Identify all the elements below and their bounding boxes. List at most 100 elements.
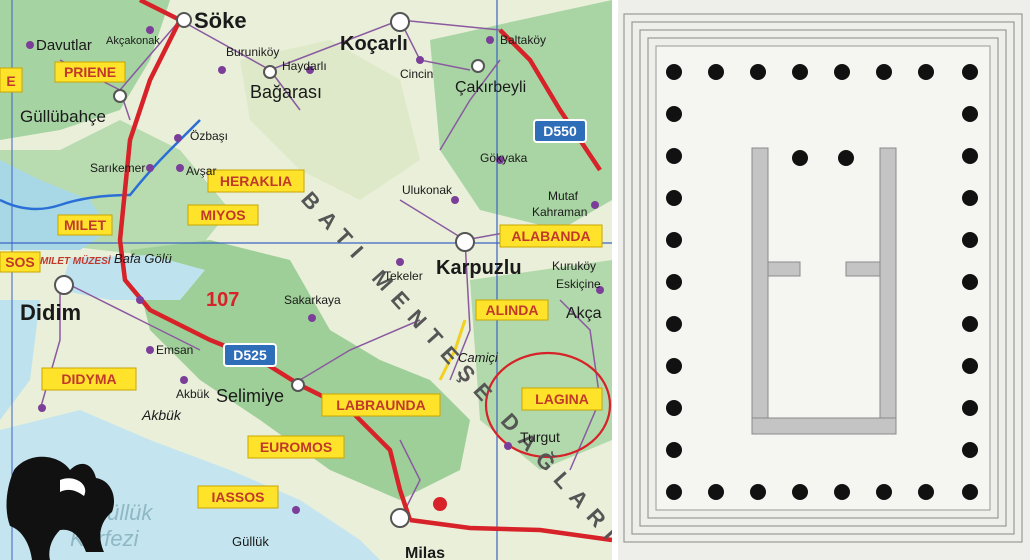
site-milet: MILET bbox=[57, 214, 113, 236]
svg-text:ALABANDA: ALABANDA bbox=[511, 228, 590, 244]
svg-text:E: E bbox=[6, 73, 15, 89]
village-avsar: Avşar bbox=[186, 164, 216, 178]
village-gulluk: Güllük bbox=[232, 534, 269, 549]
village-mutaf: Mutaf bbox=[548, 189, 579, 203]
village-kurukoy: Kuruköy bbox=[552, 259, 596, 273]
column bbox=[838, 150, 854, 166]
column bbox=[666, 64, 682, 80]
column bbox=[962, 484, 978, 500]
column bbox=[962, 316, 978, 332]
column bbox=[962, 106, 978, 122]
site-e-partial: E bbox=[0, 67, 23, 93]
village-turgut: Turgut bbox=[520, 429, 560, 445]
column bbox=[962, 232, 978, 248]
site-lagina: LAGINA bbox=[521, 387, 603, 411]
column bbox=[666, 232, 682, 248]
town-milas: Milas bbox=[405, 545, 445, 560]
village-buruniköy: Buruniköy bbox=[226, 45, 279, 59]
site-labraunda: LABRAUNDA bbox=[321, 393, 441, 417]
village-camici: Camiçi bbox=[458, 350, 499, 365]
stylobate-step bbox=[623, 13, 1023, 543]
village-ozbasi: Özbaşı bbox=[190, 129, 228, 143]
plain-area bbox=[240, 40, 420, 200]
column bbox=[666, 484, 682, 500]
svg-text:MIYOS: MIYOS bbox=[200, 207, 245, 223]
site-didyma: DIDYMA bbox=[41, 367, 137, 391]
village-akcakonak: Akçakonak bbox=[106, 35, 160, 47]
town-gullubahce: Güllübahçe bbox=[20, 107, 106, 126]
column bbox=[708, 64, 724, 80]
column bbox=[962, 358, 978, 374]
village-cincin: Cincin bbox=[400, 67, 433, 81]
svg-text:LABRAUNDA: LABRAUNDA bbox=[336, 397, 425, 413]
column bbox=[750, 484, 766, 500]
shield-d550: D550 bbox=[533, 119, 587, 143]
village-sarikemer: Sarıkemer bbox=[90, 161, 145, 175]
lake-bafa bbox=[60, 255, 205, 300]
svg-text:MILET: MILET bbox=[64, 217, 106, 233]
highlight-circle bbox=[484, 351, 612, 459]
road-number: 107 bbox=[206, 289, 239, 311]
svg-text:D550: D550 bbox=[543, 123, 577, 139]
column bbox=[962, 64, 978, 80]
column bbox=[666, 274, 682, 290]
town-bagarasi: Bağarası bbox=[250, 82, 322, 102]
shield-d525: D525 bbox=[223, 343, 277, 367]
column bbox=[962, 274, 978, 290]
svg-text:ALINDA: ALINDA bbox=[486, 302, 539, 318]
sea-area bbox=[0, 300, 40, 420]
svg-text:IASSOS: IASSOS bbox=[212, 489, 265, 505]
cella-walls bbox=[751, 147, 897, 435]
village-davutlar: Davutlar bbox=[36, 37, 92, 54]
village-akbuk: Akbük bbox=[176, 387, 210, 401]
svg-text:LAGINA: LAGINA bbox=[535, 391, 589, 407]
museum-label: MILET MÜZESİ bbox=[40, 254, 112, 267]
peristyle-columns bbox=[666, 64, 978, 500]
column bbox=[666, 400, 682, 416]
column bbox=[834, 484, 850, 500]
column bbox=[750, 64, 766, 80]
lake-label: Bafa Gölü bbox=[114, 251, 172, 266]
column bbox=[792, 150, 808, 166]
site-priene: PRIENE bbox=[54, 61, 126, 83]
griffin-logo bbox=[6, 456, 115, 560]
column bbox=[918, 64, 934, 80]
site-heraklia: HERAKLIA bbox=[207, 169, 305, 193]
site-iassos: IASSOS bbox=[197, 485, 279, 509]
town-marker bbox=[54, 12, 485, 528]
village-dots bbox=[26, 26, 604, 514]
column bbox=[792, 484, 808, 500]
column bbox=[666, 148, 682, 164]
hill-area bbox=[430, 0, 612, 230]
column bbox=[918, 484, 934, 500]
town-didim: Didim bbox=[20, 300, 81, 325]
column bbox=[666, 358, 682, 374]
site-sos-partial: SOS bbox=[0, 251, 41, 273]
hill-area bbox=[130, 240, 470, 500]
column bbox=[708, 484, 724, 500]
column bbox=[792, 64, 808, 80]
village-ulukonak: Ulukonak bbox=[402, 183, 453, 197]
column bbox=[962, 442, 978, 458]
column bbox=[962, 190, 978, 206]
town-kocarli: Koçarlı bbox=[340, 33, 408, 55]
site-alinda: ALINDA bbox=[475, 299, 549, 321]
column bbox=[666, 316, 682, 332]
village-akbuk-2: Akbük bbox=[141, 407, 182, 423]
svg-text:PRIENE: PRIENE bbox=[64, 64, 116, 80]
svg-text:HERAKLIA: HERAKLIA bbox=[220, 173, 292, 189]
map-canvas: D550 D525 107 BATI MENTEŞE DAĞLARI PRIEN… bbox=[0, 0, 612, 560]
column bbox=[876, 484, 892, 500]
site-miyos: MIYOS bbox=[187, 204, 259, 226]
stylobate-step bbox=[647, 37, 999, 519]
village-baltakoy: Baltaköy bbox=[500, 33, 546, 47]
temple-plan bbox=[618, 0, 1030, 560]
column bbox=[666, 442, 682, 458]
svg-text:EUROMOS: EUROMOS bbox=[260, 439, 332, 455]
town-cakirbeyli: Çakırbeyli bbox=[455, 79, 526, 96]
site-euromos: EUROMOS bbox=[247, 435, 345, 459]
svg-text:DIDYMA: DIDYMA bbox=[61, 371, 116, 387]
road-yellow bbox=[438, 319, 467, 381]
column bbox=[962, 148, 978, 164]
map-panel: D550 D525 107 BATI MENTEŞE DAĞLARI PRIEN… bbox=[0, 0, 612, 560]
